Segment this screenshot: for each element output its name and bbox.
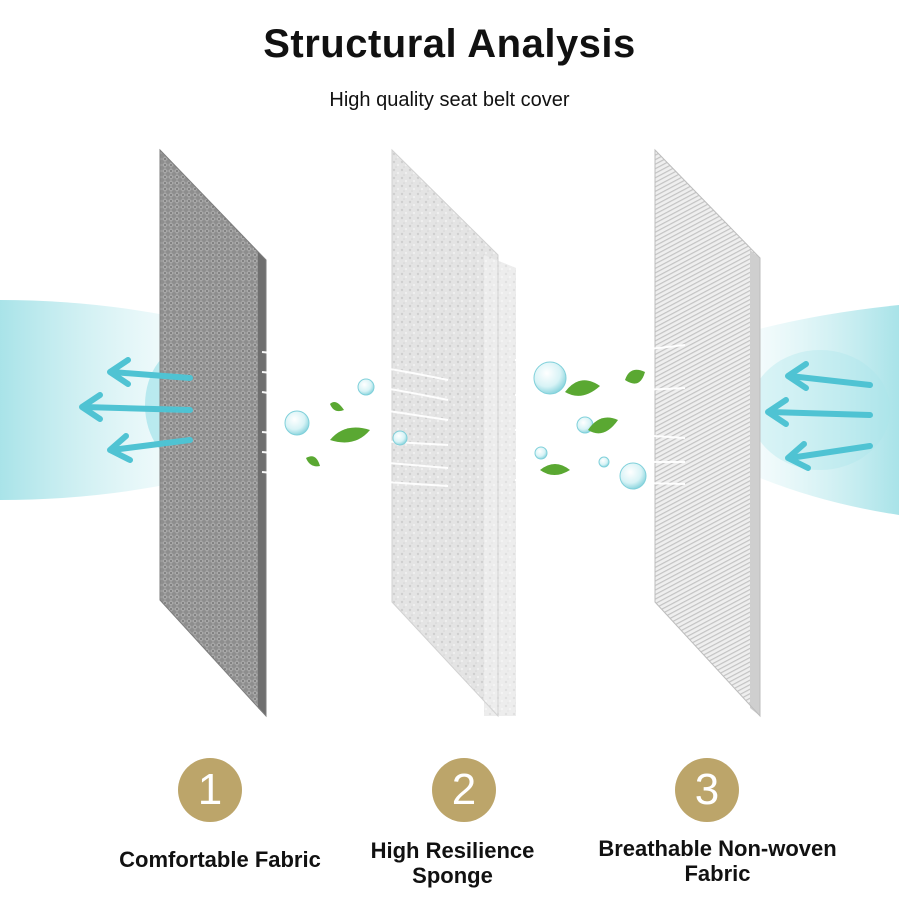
- layer-1-label: Comfortable Fabric: [119, 847, 321, 872]
- page-title: Structural Analysis: [263, 22, 636, 66]
- airflow-arrows-left: [79, 357, 193, 463]
- layer-2-label: High Resilience Sponge: [370, 838, 535, 888]
- nonwoven-layer-panel: [654, 148, 761, 718]
- layer-3-number-badge: 3: [675, 758, 739, 822]
- green-leaves: [306, 369, 645, 475]
- page-subtitle: High quality seat belt cover: [329, 89, 570, 111]
- layer-3-label: Breathable Non-woven Fabric: [598, 836, 837, 886]
- fabric-layer-panel: [159, 148, 267, 718]
- airflow-arrows-right: [765, 361, 873, 471]
- airflow-glow-right: [720, 305, 899, 515]
- layer-1-number-badge: 1: [178, 758, 242, 822]
- sponge-layer-panel: [391, 148, 516, 718]
- layer-2-number-badge: 2: [432, 758, 496, 822]
- water-droplets: [284, 361, 647, 490]
